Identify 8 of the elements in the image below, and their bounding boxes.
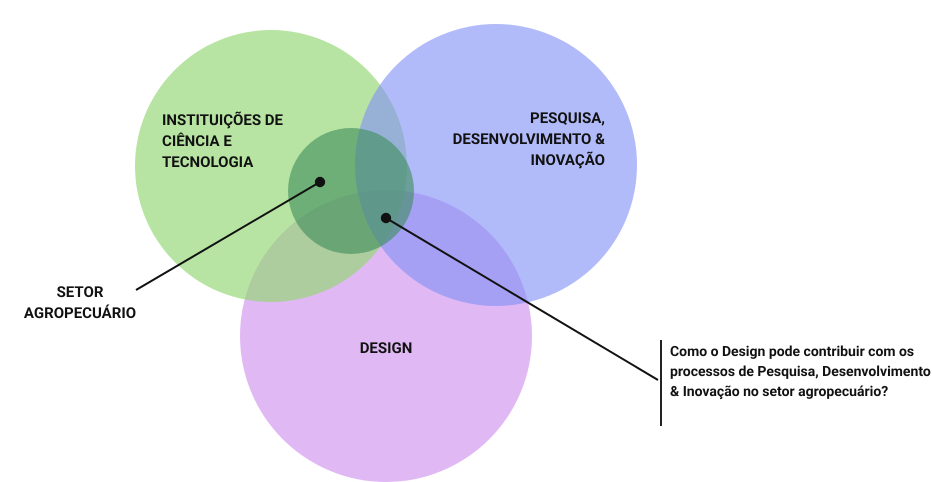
venn-label: SETOR AGROPECUÁRIO xyxy=(22,282,138,324)
leader-line xyxy=(136,176,326,291)
question-callout xyxy=(660,340,932,426)
venn-label: PESQUISA, DESENVOLVIMENTO & INOVAÇÃO xyxy=(452,108,605,171)
venn-label: DESIGN xyxy=(358,338,414,359)
leader-line xyxy=(380,212,659,381)
question-text: Como o Design pode contribuir com os processos de Pesquisa, Desenvolvimento & Inovação no setor agropecuário? xyxy=(670,343,932,402)
venn-label: INSTITUIÇÕES DE CIÊNCIA E TECNOLOGIA xyxy=(162,110,284,173)
